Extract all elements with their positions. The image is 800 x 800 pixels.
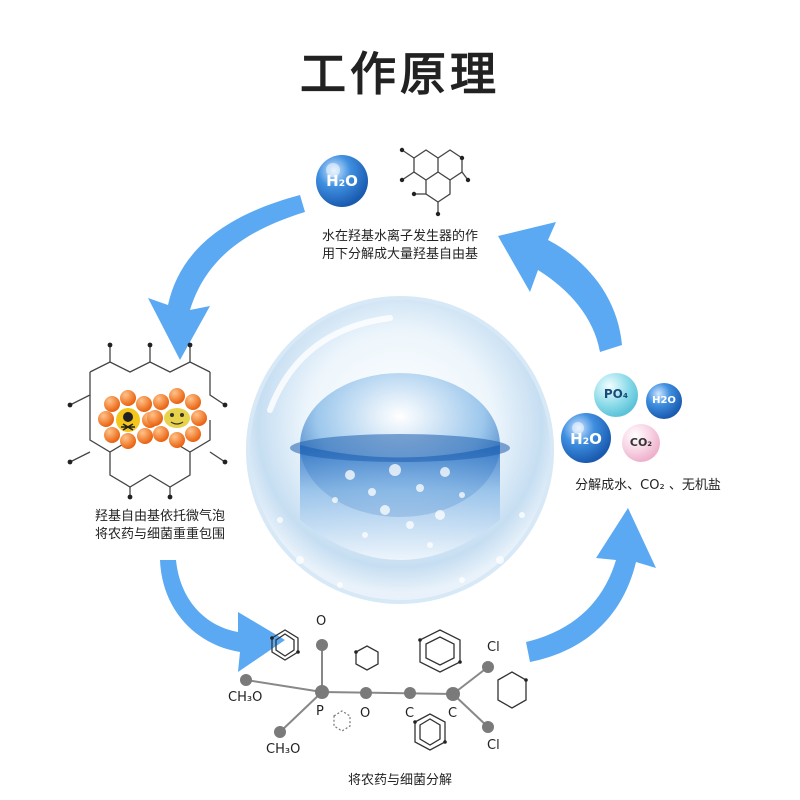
arrow-top-right	[498, 222, 622, 352]
formula-o-top: O	[316, 614, 327, 629]
water-sphere	[246, 296, 554, 604]
top-h2o-label: H₂O	[326, 172, 358, 190]
caption-left-line2: 将农药与细菌重重包围	[94, 527, 225, 542]
caption-left: 羟基自由基依托微气泡 将农药与细菌重重包围	[70, 508, 250, 544]
arrow-bottom-right	[526, 508, 656, 662]
formula-p: P	[316, 704, 324, 719]
formula-o-mid: O	[360, 706, 371, 721]
caption-top-line1: 水在羟基水离子发生器的作	[321, 229, 478, 244]
co2-label: CO₂	[629, 436, 653, 449]
bottom-small-rings	[271, 629, 527, 751]
small-h2o-molecule	[646, 383, 682, 419]
caption-top-line2: 用下分解成大量羟基自由基	[321, 247, 478, 262]
formula-ch3o-top: CH₃O	[228, 690, 263, 705]
caption-left-line1: 羟基自由基依托微气泡	[94, 509, 225, 524]
co2-molecule	[622, 424, 660, 462]
po4-label: PO₄	[603, 387, 629, 401]
bottom-formula-atoms	[240, 639, 494, 738]
top-lattice	[401, 149, 469, 214]
caption-right: 分解成水、CO₂ 、无机盐	[575, 478, 721, 493]
formula-ch3o-bottom: CH₃O	[266, 742, 301, 757]
formula-c2: C	[448, 706, 458, 721]
small-h2o-label: H2O	[652, 395, 676, 406]
big-h2o-label: H₂O	[570, 430, 602, 448]
page-title: 工作原理	[300, 47, 500, 101]
arrow-bottom-left	[160, 560, 285, 672]
formula-cl-top: Cl	[487, 640, 500, 655]
po4-molecule	[594, 373, 638, 417]
caption-bottom: 将农药与细菌分解	[347, 773, 452, 788]
formula-cl-bottom: Cl	[487, 738, 500, 753]
bacteria-cluster	[147, 388, 207, 448]
pesticide-cluster	[98, 390, 158, 449]
arrow-top-left	[148, 195, 305, 360]
bottom-formula-bonds	[245, 645, 489, 733]
caption-top: 水在羟基水离子发生器的作 用下分解成大量羟基自由基	[290, 228, 510, 264]
dashed-ring	[333, 710, 351, 732]
big-h2o-molecule	[561, 413, 611, 463]
top-h2o-molecule	[316, 155, 368, 207]
formula-c1: C	[405, 706, 415, 721]
